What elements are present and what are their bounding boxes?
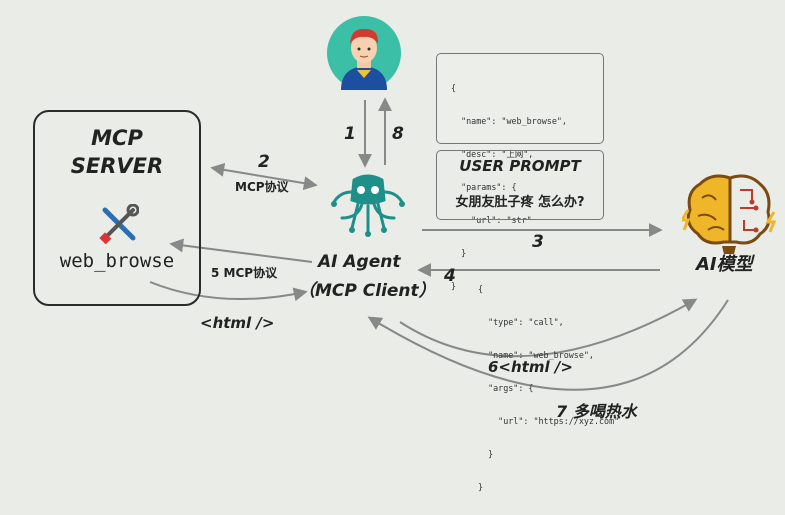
user-avatar-icon [327,16,401,90]
server-tool-name: web_browse [59,250,175,272]
code-line: } [478,449,494,459]
tools-icon [99,204,139,244]
agent-sublabel: （MCP Client） [298,281,436,301]
code-line: } [478,482,484,492]
code-line: "url": "str" [451,215,532,225]
code-line: "type": "call", [478,317,564,327]
tool-spec-code: { "name": "web_browse", "desc": "上网", "p… [451,61,567,314]
code-line: } [451,248,467,258]
arrow-step-2 [210,162,318,191]
robot-agent-icon [331,174,405,237]
step-2-label: 2 [258,152,270,172]
arrow-step-5 [169,238,313,263]
user-prompt-text: 女朋友肚子疼 怎么办? [455,195,585,210]
tool-spec-box: { "name": "web_browse", "desc": "上网", "p… [436,53,604,291]
code-line: "args": { [478,383,534,393]
step-8-label: 8 [392,124,404,144]
flow-arrows [149,97,729,391]
user-prompt-title: USER PROMPT [459,157,581,175]
code-line: } [451,281,457,291]
code-line: "params": { [451,182,517,192]
step-2-text: MCP协议 [235,180,289,194]
mcp-server-title: MCP SERVER [35,124,199,180]
user-prompt-box: USER PROMPT 女朋友肚子疼 怎么办? [436,150,604,220]
step-6-label: 6<html /> [488,358,573,376]
brain-model-icon [682,174,777,254]
code-line: { [451,83,457,93]
mcp-flow-diagram: MCP SERVER web_browse { "name": "web_bro… [33,16,777,492]
arrow-html-return [149,281,308,302]
arrow-step-7 [367,299,729,391]
agent-label: AI Agent [318,252,401,272]
arrow-step-6 [399,298,698,358]
step-3-label: 3 [532,232,544,252]
code-line: "name": "web_browse", [478,350,594,360]
code-line: "name": "web_browse", [451,116,567,126]
step-1-label: 1 [344,124,356,144]
code-line: { [478,284,484,294]
step-7-label: 7 多喝热水 [556,402,637,421]
call-code: { "type": "call", "name": "web_browse", … [478,262,619,515]
html-return-label: <html /> [200,314,275,332]
step-4-label: 4 [444,266,456,286]
server-title-line1: MCP [91,126,143,150]
server-title-line2: SERVER [70,154,164,178]
model-label: AI模型 [696,254,753,275]
code-line: "desc": "上网", [451,149,534,159]
mcp-server-box: MCP SERVER web_browse [33,110,201,306]
step-5-label: 5 MCP协议 [211,266,278,280]
code-line: "url": "https://xyz.com" [478,416,620,426]
